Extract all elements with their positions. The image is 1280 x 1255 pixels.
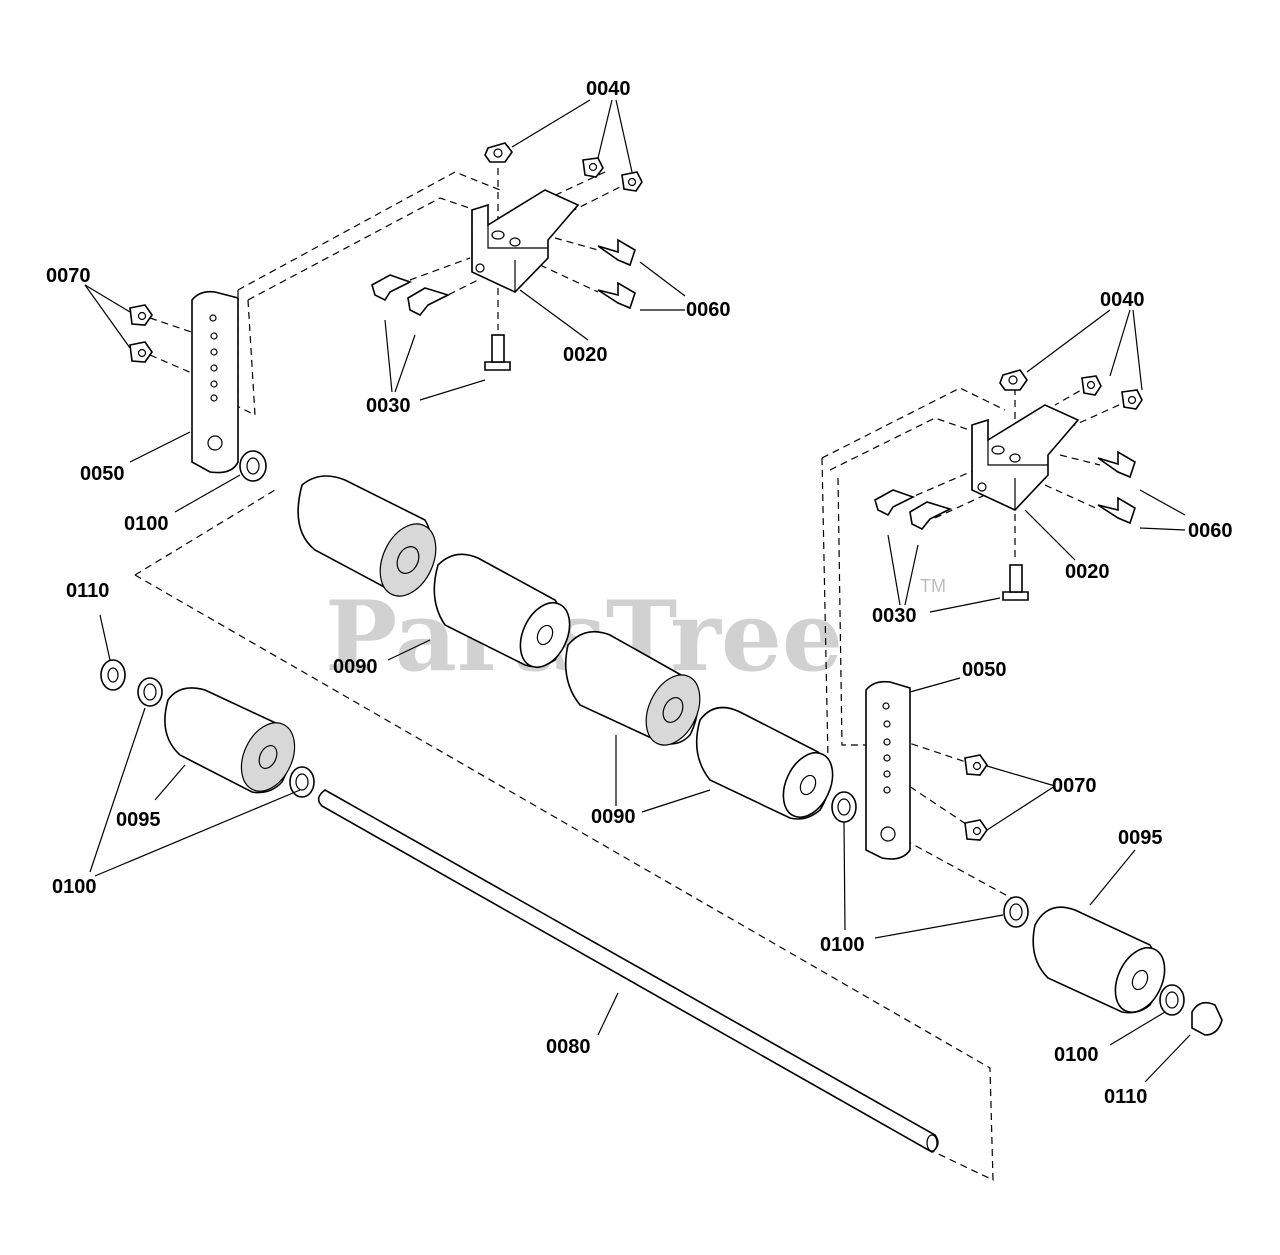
- callout-0030-top: 0030: [366, 395, 411, 417]
- callout-0100-left: 0100: [52, 876, 97, 898]
- roller-0095-right: [1032, 906, 1166, 1014]
- bolt-0060-right: [1097, 450, 1136, 525]
- callout-0060-top: 0060: [686, 299, 731, 321]
- roller-0090-3: [564, 630, 701, 746]
- callout-0050-left: 0050: [80, 463, 125, 485]
- callout-0070-right: 0070: [1052, 775, 1097, 797]
- washer-0100-upper: [239, 450, 267, 482]
- roller-0095-left: [164, 687, 296, 794]
- bolt-0030-right: [874, 489, 1029, 601]
- watermark-tm: TM: [920, 576, 946, 596]
- callout-0080: 0080: [546, 1036, 591, 1058]
- bracket-0020-right: [971, 404, 1080, 511]
- nut-0070-left: [129, 304, 153, 363]
- callout-0020-top: 0020: [563, 344, 608, 366]
- roller-0090-1: [297, 475, 437, 597]
- callout-0095-left: 0095: [116, 809, 161, 831]
- callout-0090-mid: 0090: [591, 806, 636, 828]
- washer-0100-right-a: [1003, 896, 1029, 928]
- callout-labels: 0040 0040 0070 0070 0060 0060 0020 0020 …: [46, 78, 1233, 1108]
- nut-0040-right: [999, 369, 1143, 410]
- callout-0040-right: 0040: [1100, 289, 1145, 311]
- callout-0095-right: 0095: [1118, 827, 1163, 849]
- washer-0100-mid: [831, 791, 857, 823]
- callout-0110-left: 0110: [66, 580, 109, 602]
- roller-0090-4: [695, 706, 834, 820]
- callout-0030-right: 0030: [872, 605, 917, 627]
- callout-0040-top: 0040: [586, 78, 631, 100]
- callout-0070-left: 0070: [46, 265, 91, 287]
- callout-0110-right: 0110: [1104, 1086, 1147, 1108]
- flange-0110-right: [1191, 1001, 1223, 1036]
- callout-0050-right: 0050: [962, 659, 1007, 681]
- flange-0110-left: [100, 659, 126, 691]
- plate-0050-left: [191, 290, 239, 474]
- nut-0040-top: [484, 142, 643, 192]
- callout-0100-mid: 0100: [820, 934, 865, 956]
- callout-0060-right: 0060: [1188, 520, 1233, 542]
- callout-0020-right: 0020: [1065, 561, 1110, 583]
- callout-0100-upper: 0100: [124, 513, 169, 535]
- bolt-0060-top: [597, 238, 636, 310]
- plate-0050-right: [865, 680, 911, 860]
- bolt-0030-top: [371, 274, 511, 371]
- leader-lines: [84, 99, 1191, 1083]
- callout-0100-lower: 0100: [1054, 1044, 1099, 1066]
- washer-0100-lower: [289, 766, 315, 798]
- bracket-0020-top: [471, 189, 580, 293]
- washer-0100-right-b: [1159, 984, 1185, 1016]
- shaft-0080: [317, 789, 939, 1153]
- nut-0070-right: [964, 754, 988, 841]
- callout-0090-left: 0090: [333, 656, 378, 678]
- roller-0090-2: [433, 553, 571, 668]
- washer-0100-left: [137, 677, 163, 707]
